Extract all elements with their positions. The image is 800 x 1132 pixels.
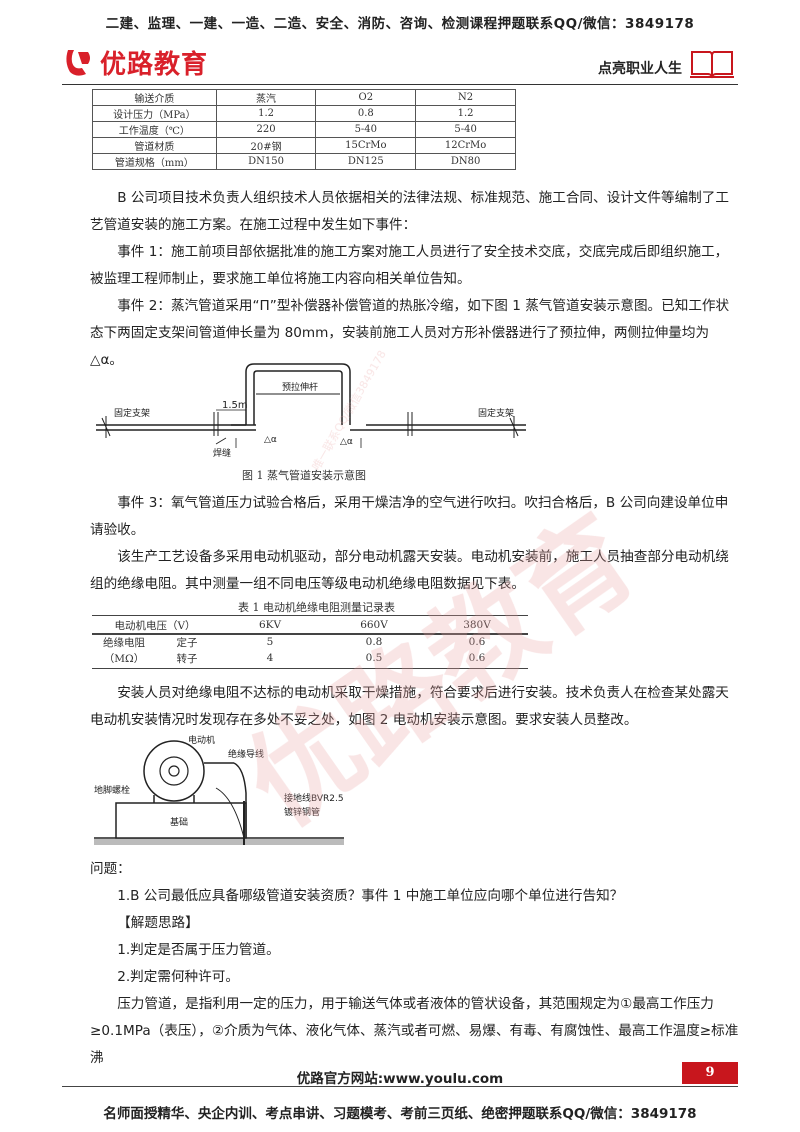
- table-cell: 5: [266, 636, 274, 648]
- wire-label: 绝缘导线: [228, 748, 264, 760]
- figure1-caption: 图 1 蒸气管道安装示意图: [242, 469, 366, 482]
- body-text-1: B 公司项目技术负责人组织技术人员依据相关的法律法规、标准规范、施工合同、设计文…: [90, 185, 740, 374]
- motor-table-top-rule: [92, 615, 528, 616]
- table-cell: 0.5: [365, 652, 383, 664]
- logo-icon: [66, 49, 90, 76]
- delta-left-label: △α: [264, 435, 277, 445]
- motor-table-header-rule: [92, 634, 528, 635]
- table-cell: 5-40: [315, 121, 417, 138]
- table-row: 管道材质 20#钢 15CrMo 12CrMo: [92, 137, 516, 154]
- table-cell: 蒸汽: [215, 89, 317, 106]
- table-cell: （MΩ）: [103, 652, 145, 665]
- footer-website: 优路官方网站:www.youlu.com: [296, 1071, 504, 1087]
- table-cell: 5-40: [415, 121, 516, 138]
- table-row: 设计压力（MPa） 1.2 0.8 1.2: [92, 105, 516, 122]
- pipe-label: 镀锌钢管: [284, 806, 320, 818]
- paragraph: 事件 2：蒸汽管道采用“Π”型补偿器补偿管道的热胀冷缩，如下图 1 蒸气管道安装…: [90, 298, 730, 368]
- footer-rule: [62, 1086, 738, 1087]
- table-cell: 6KV: [258, 619, 282, 631]
- table-cell: 380V: [463, 619, 491, 631]
- logo-text: 优路教育: [100, 50, 209, 80]
- table-cell: 定子: [176, 636, 198, 649]
- body-text-4: 问题： 1.B 公司最低应具备哪级管道安装资质？事件 1 中施工单位应向哪个单位…: [90, 856, 740, 1072]
- table-cell: 管道规格（mm）: [92, 153, 217, 170]
- table-cell: 1.2: [415, 105, 516, 122]
- base-label: 基础: [170, 816, 188, 828]
- table-cell: 20#钢: [215, 137, 317, 154]
- table-cell: 绝缘电阻: [103, 636, 145, 649]
- motor-table-title: 表 1 电动机绝缘电阻测量记录表: [238, 601, 395, 614]
- table-cell: 660V: [360, 619, 388, 631]
- table-cell: 220: [215, 121, 317, 138]
- table-cell: 转子: [176, 652, 198, 665]
- motor-install-diagram: 电动机 绝缘导线 地脚螺栓 接地线BVR2.5 镀锌钢管 基础: [94, 734, 344, 845]
- table-cell: 0.8: [365, 636, 383, 648]
- paragraph: 安装人员对绝缘电阻不达标的电动机采取干燥措施，符合要求后进行安装。技术负责人在检…: [90, 685, 729, 728]
- hint-title: 【解题思路】: [117, 915, 199, 931]
- paragraph: 压力管道，是指利用一定的压力，用于输送气体或者液体的管状设备，其范围规定为①最高…: [90, 996, 739, 1066]
- left-support-label: 固定支架: [114, 407, 150, 419]
- table-cell: 输送介质: [92, 89, 217, 106]
- question-label: 问题：: [90, 861, 131, 877]
- table-cell: 工作温度（℃）: [92, 121, 217, 138]
- top-banner: 二建、监理、一建、一造、二造、安全、消防、咨询、检测课程押题联系QQ/微信：38…: [105, 16, 695, 32]
- table-cell: O2: [315, 89, 417, 106]
- table-cell: 1.2: [215, 105, 317, 122]
- paragraph: B 公司项目技术负责人组织技术人员依据相关的法律法规、标准规范、施工合同、设计文…: [90, 190, 729, 233]
- motor-table-bottom-rule: [92, 668, 528, 669]
- brand-logo: 优路教育: [62, 44, 208, 81]
- prestretch-label: 预拉伸杆: [282, 381, 318, 393]
- steam-pipe-diagram: 固定支架 固定支架 1.5m 焊缝 预拉伸杆 △α △α: [96, 363, 526, 459]
- table-cell: DN150: [215, 153, 317, 170]
- table-row: 电动机电压（V） 6KV 660V 380V: [92, 617, 528, 634]
- body-text-3: 安装人员对绝缘电阻不达标的电动机采取干燥措施，符合要求后进行安装。技术负责人在检…: [90, 680, 740, 734]
- delta-right-label: △α: [340, 437, 353, 447]
- dimension-label: 1.5m: [222, 400, 248, 411]
- motor-label: 电动机: [188, 734, 215, 746]
- table-cell: N2: [415, 89, 516, 106]
- table-cell: 0.8: [315, 105, 417, 122]
- table-row: 管道规格（mm） DN150 DN125 DN80: [92, 153, 516, 170]
- table-cell: DN125: [315, 153, 417, 170]
- bolt-label: 地脚螺栓: [94, 784, 130, 796]
- table-cell: 4: [266, 652, 274, 664]
- page-number: 9: [682, 1062, 738, 1084]
- table-row: （MΩ） 转子 4 0.5 0.6: [92, 650, 528, 666]
- header-rule: [62, 84, 738, 85]
- weld-label: 焊缝: [213, 447, 231, 459]
- table-cell: 管道材质: [92, 137, 217, 154]
- slogan: 点亮职业人生: [598, 61, 682, 77]
- paragraph: 事件 3：氧气管道压力试验合格后，采用干燥洁净的空气进行吹扫。吹扫合格后，B 公…: [90, 495, 729, 538]
- right-support-label: 固定支架: [478, 407, 514, 419]
- paragraph: 该生产工艺设备多采用电动机驱动，部分电动机露天安装。电动机安装前，施工人员抽查部…: [90, 549, 729, 592]
- hint-2: 2.判定需何种许可。: [117, 969, 239, 985]
- table-cell: 设计压力（MPa）: [92, 105, 217, 122]
- question-1: 1.B 公司最低应具备哪级管道安装资质？事件 1 中施工单位应向哪个单位进行告知…: [117, 888, 624, 904]
- motor-insulation-table: 电动机电压（V） 6KV 660V 380V 绝缘电阻 定子 5 0.8 0.6…: [92, 617, 528, 666]
- table-row: 绝缘电阻 定子 5 0.8 0.6: [92, 634, 528, 651]
- table-cell: 15CrMo: [315, 137, 417, 154]
- ground-wire-label: 接地线BVR2.5: [284, 792, 344, 804]
- table-cell: 12CrMo: [415, 137, 516, 154]
- table-cell: DN80: [415, 153, 516, 170]
- book-icon: [690, 51, 734, 79]
- bottom-banner: 名师面授精华、央企内训、考点串讲、习题模考、考前三页纸、绝密押题联系QQ/微信：…: [103, 1106, 697, 1122]
- table-cell: 电动机电压（V）: [114, 619, 196, 632]
- table-row: 输送介质 蒸汽 O2 N2: [92, 89, 516, 106]
- table-row: 工作温度（℃） 220 5-40 5-40: [92, 121, 516, 138]
- pipeline-spec-table: 输送介质 蒸汽 O2 N2 设计压力（MPa） 1.2 0.8 1.2 工作温度…: [92, 89, 516, 170]
- hint-1: 1.判定是否属于压力管道。: [117, 942, 280, 958]
- paragraph: 事件 1：施工前项目部依据批准的施工方案对施工人员进行了安全技术交底，交底完成后…: [90, 244, 729, 287]
- table-cell: 0.6: [468, 636, 486, 648]
- table-cell: 0.6: [468, 652, 486, 664]
- body-text-2: 事件 3：氧气管道压力试验合格后，采用干燥洁净的空气进行吹扫。吹扫合格后，B 公…: [90, 490, 740, 598]
